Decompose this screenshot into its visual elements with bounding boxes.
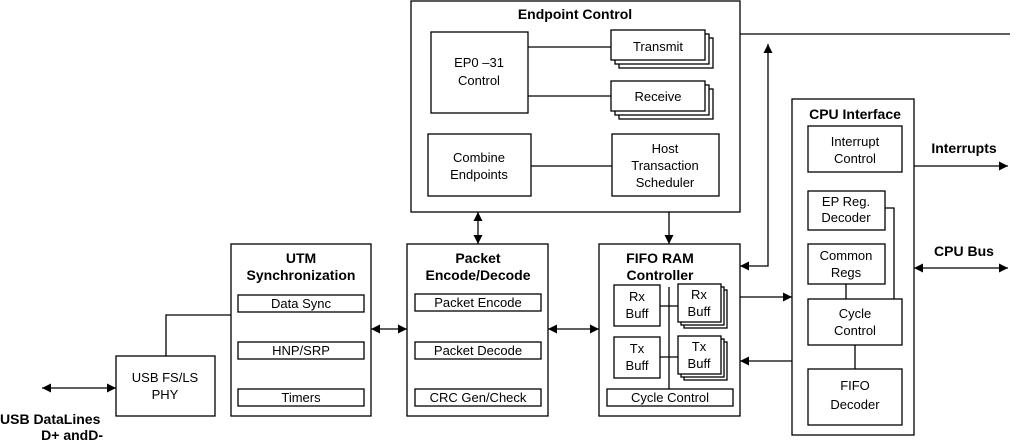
fifo-cycle-control-label: Cycle Control	[631, 390, 709, 405]
fifo-title-1: FIFO RAM	[626, 250, 694, 266]
combine-endpoints-box: Combine Endpoints	[427, 133, 532, 197]
common-regs-label-1: Common	[820, 248, 873, 263]
endpoint-control-title: Endpoint Control	[518, 6, 632, 22]
packet-title-2: Encode/Decode	[425, 267, 530, 283]
interrupts-label: Interrupts	[931, 140, 997, 156]
phy-outline	[115, 355, 216, 417]
ep-reg-decoder-box: EP Reg. Decoder	[807, 190, 886, 231]
packet-decode-box: Packet Decode	[414, 341, 542, 360]
tx-buff-1-box: Tx Buff	[613, 336, 661, 379]
transmit-label: Transmit	[633, 39, 683, 54]
packet-title-1: Packet	[455, 250, 500, 266]
tx-buff-1-label-1: Tx	[630, 341, 645, 356]
ep-reg-decoder-label-2: Decoder	[821, 210, 871, 225]
hnp-srp-box: HNP/SRP	[237, 341, 365, 360]
utm-sync-block: UTM Synchronization Data Sync HNP/SRP Ti…	[230, 243, 372, 417]
packet-decode-label: Packet Decode	[434, 343, 522, 358]
cpu-interface-title: CPU Interface	[809, 106, 901, 122]
scheduler-label-2: Transaction	[631, 158, 698, 173]
timers-box: Timers	[237, 388, 365, 407]
fifo-cycle-control-box: Cycle Control	[606, 388, 734, 407]
packet-encode-box: Packet Encode	[414, 293, 542, 312]
packet-encode-label: Packet Encode	[434, 295, 521, 310]
combine-label-1: Combine	[453, 150, 505, 165]
cpu-interface-block: CPU Interface Interrupt Control EP Reg. …	[791, 98, 915, 436]
cpu-cycle-control-label-2: Control	[834, 323, 876, 338]
tx-buff-2-label-2: Buff	[688, 356, 711, 371]
phy-block: USB FS/LS PHY	[115, 355, 216, 417]
usb-lines-label-1: USB DataLines	[0, 411, 101, 427]
scheduler-label-1: Host	[652, 141, 679, 156]
ep-control-box: EP0 –31 Control	[430, 31, 529, 114]
tx-buff-2-label-1: Tx	[692, 339, 707, 354]
hnp-srp-label: HNP/SRP	[272, 343, 330, 358]
receive-label: Receive	[635, 89, 682, 104]
rx-buff-1-box: Rx Buff	[613, 284, 661, 327]
data-sync-box: Data Sync	[237, 294, 365, 313]
fifo-decoder-label-2: Decoder	[830, 397, 880, 412]
usb-lines-label-2: D+ andD-	[41, 427, 103, 442]
interrupt-control-label-2: Control	[834, 151, 876, 166]
ep-control-label-2: Control	[458, 73, 500, 88]
phy-label-2: PHY	[152, 387, 179, 402]
utm-title-1: UTM	[286, 250, 316, 266]
rx-buff-2-box: Rx Buff	[677, 283, 728, 329]
fifo-decoder-label-1: FIFO	[840, 378, 870, 393]
packet-outline	[406, 243, 549, 417]
utm-title-2: Synchronization	[247, 267, 356, 283]
tx-buff-2-box: Tx Buff	[677, 335, 728, 381]
crc-box: CRC Gen/Check	[414, 388, 542, 407]
rx-buff-2-label-2: Buff	[688, 304, 711, 319]
fifo-title-2: Controller	[627, 267, 694, 283]
host-scheduler-box: Host Transaction Scheduler	[611, 133, 720, 197]
receive-box: Receive	[610, 80, 714, 120]
common-regs-box: Common Regs	[807, 243, 886, 285]
common-regs-label-2: Regs	[831, 265, 862, 280]
packet-block: Packet Encode/Decode Packet Encode Packe…	[406, 243, 549, 417]
ep-reg-to-cycle-line	[885, 207, 895, 299]
phy-to-utm-line	[165, 314, 231, 356]
data-sync-label: Data Sync	[271, 296, 331, 311]
fifo-cpu-bus-arrow	[740, 44, 773, 271]
fifo-decoder-box: FIFO Decoder	[807, 368, 903, 426]
fifo-controller-block: FIFO RAM Controller Rx Buff Rx Buff Tx B…	[598, 243, 741, 417]
cpu-bus-label: CPU Bus	[934, 243, 994, 259]
ep-control-label-1: EP0 –31	[454, 55, 504, 70]
cpu-cycle-control-label-1: Cycle	[839, 306, 872, 321]
endpoint-control-block: Endpoint Control EP0 –31 Control Transmi…	[410, 0, 741, 213]
scheduler-label-3: Scheduler	[636, 175, 695, 190]
interrupt-control-box: Interrupt Control	[807, 125, 903, 173]
rx-buff-2-label-1: Rx	[691, 287, 707, 302]
tx-buff-1-label-2: Buff	[626, 358, 649, 373]
timers-label: Timers	[281, 390, 321, 405]
rx-buff-1-label-1: Rx	[629, 289, 645, 304]
transmit-box: Transmit	[610, 29, 714, 69]
combine-label-2: Endpoints	[450, 167, 508, 182]
cpu-cycle-control-box: Cycle Control	[807, 298, 903, 346]
crc-label: CRC Gen/Check	[430, 390, 527, 405]
ep-reg-decoder-label-1: EP Reg.	[822, 194, 870, 209]
rx-buff-1-label-2: Buff	[626, 306, 649, 321]
phy-label-1: USB FS/LS	[132, 370, 199, 385]
interrupt-control-label-1: Interrupt	[831, 134, 880, 149]
